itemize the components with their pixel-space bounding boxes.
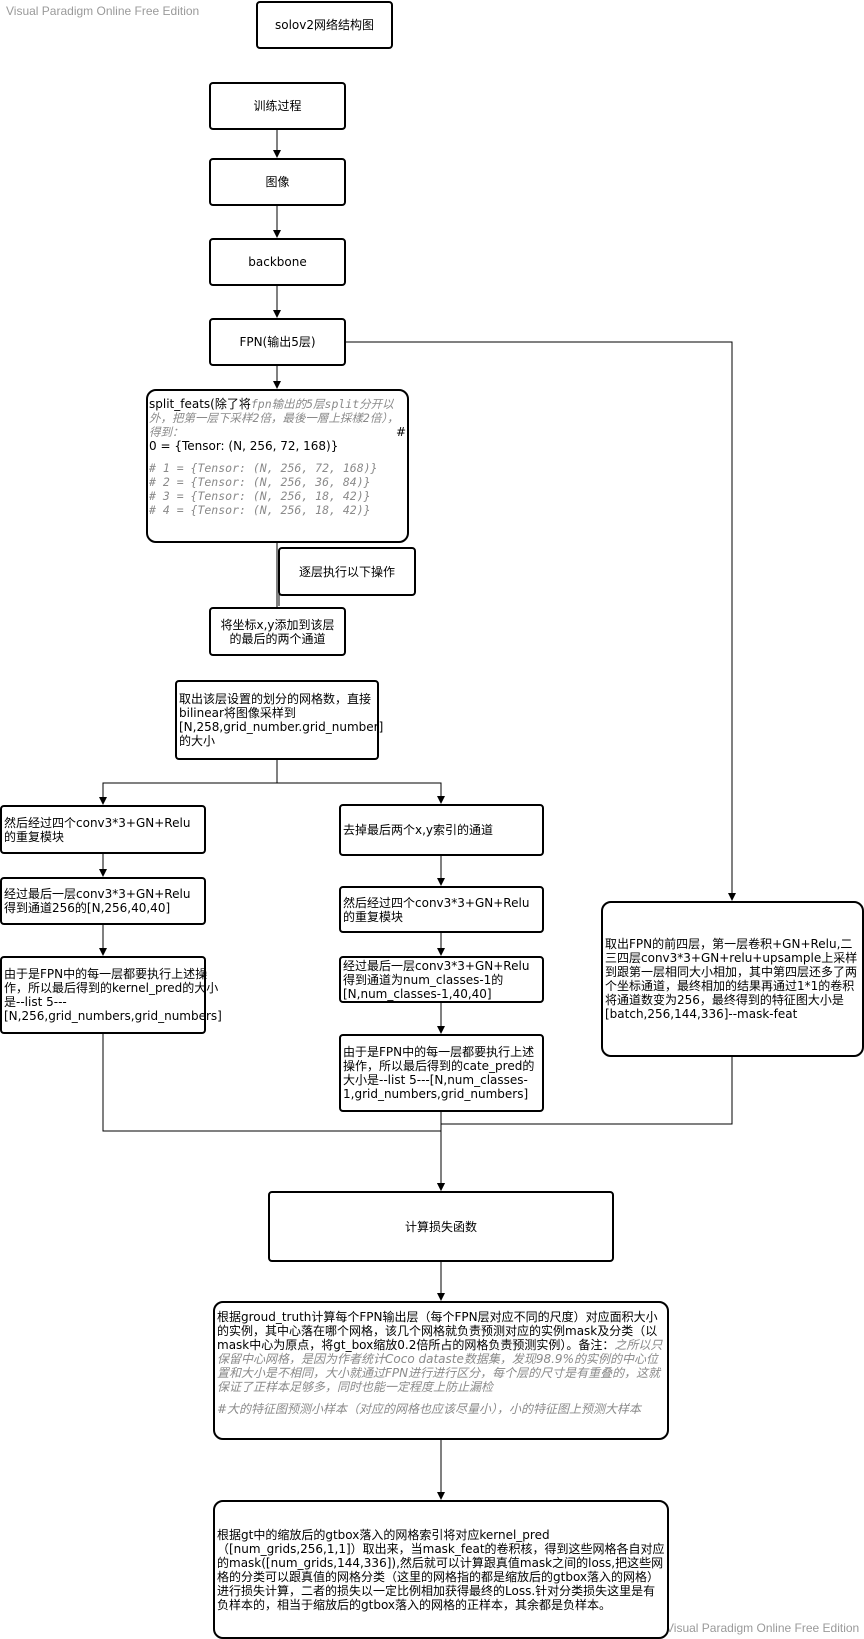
cate-pred-node: 由于是FPN中的每一层都要执行上述操作，所以最后得到的cate_pred的大小是…: [339, 1034, 544, 1112]
train-node: 训练过程: [209, 82, 346, 130]
kernel-last-conv-label: 经过最后一层conv3*3+GN+Relu得到通道256的[N,256,40,4…: [4, 887, 191, 915]
final-loss-node: 根据gt中的缩放后的gtbox落入的网格索引将对应kernel_pred（[nu…: [213, 1500, 669, 1639]
coords-label: 将坐标x,y添加到该层的最后的两个通道: [220, 617, 335, 646]
mask-feat-label: 取出FPN的前四层，第一层卷积+GN+Relu,二三四层conv3*3+GN+r…: [605, 937, 858, 1021]
split-hash: #: [395, 425, 406, 439]
split-head-code: fpn输出的5层split分开以外，把第一层下采样2倍，最後一層上採樣2倍），得…: [149, 397, 399, 439]
fpn-label: FPN(输出5层): [239, 335, 316, 349]
grid-label: 取出该层设置的划分的网格数，直接bilinear将图像采样到[N,258,gri…: [179, 692, 384, 748]
train-label: 训练过程: [253, 99, 302, 113]
cate-repeat-node: 然后经过四个conv3*3+GN+Relu的重复模块: [339, 886, 544, 933]
watermark-bottom: Visual Paradigm Online Free Edition: [666, 1621, 860, 1635]
backbone-node: backbone: [209, 238, 346, 286]
assign-note: 之所以只保留中心网格，是因为作者统计Coco dataste数据集，发现98.9…: [217, 1338, 663, 1394]
final-loss-label: 根据gt中的缩放后的gtbox落入的网格索引将对应kernel_pred（[nu…: [217, 1527, 665, 1612]
title-node: solov2网络结构图: [256, 1, 393, 49]
edge-mask-loss: [441, 1057, 733, 1125]
split-code-1: # 1 = {Tensor: (N, 256, 72, 168)}: [149, 461, 378, 475]
split-feats-node: split_feats(除了将fpn输出的5层split分开以外，把第一层下采样…: [146, 389, 409, 543]
split-code-3: # 3 = {Tensor: (N, 256, 18, 42)}: [149, 489, 371, 503]
cate-drop-xy-node: 去掉最后两个x,y索引的通道: [339, 804, 544, 856]
cate-pred-label: 由于是FPN中的每一层都要执行上述操作，所以最后得到的cate_pred的大小是…: [343, 1045, 535, 1101]
cate-last-conv-label: 经过最后一层conv3*3+GN+Relu得到通道为num_classes-1的…: [343, 958, 530, 1001]
fpn-node: FPN(输出5层): [209, 318, 346, 366]
split-code-4: # 4 = {Tensor: (N, 256, 18, 42)}: [149, 503, 371, 517]
kernel-pred-node: 由于是FPN中的每一层都要执行上述操作，所以最后得到的kernel_pred的大…: [0, 956, 222, 1034]
per-layer-label: 逐层执行以下操作: [298, 564, 395, 579]
coords-node: 将坐标x,y添加到该层的最后的两个通道: [209, 607, 346, 656]
edge-fpn-mask: [345, 341, 736, 901]
watermark-top: Visual Paradigm Online Free Edition: [6, 4, 200, 18]
assign-comment: #大的特征图预测小样本（对应的网格也应该尽量小），小的特征图上预测大样本: [217, 1402, 642, 1416]
edge-grid-branch-right: [277, 782, 445, 804]
split-code-2: # 2 = {Tensor: (N, 256, 36, 84)}: [149, 475, 371, 489]
kernel-repeat-node: 然后经过四个conv3*3+GN+Relu的重复模块: [0, 805, 206, 854]
backbone-label: backbone: [248, 255, 307, 269]
split-line0: 0 = {Tensor: (N, 256, 72, 168)}: [149, 439, 339, 453]
loss-label: 计算损失函数: [404, 1219, 477, 1234]
image-label: 图像: [265, 175, 290, 189]
assign-text: 根据groud_truth计算每个FPN输出层（每个FPN层对应不同的尺度）对应…: [217, 1310, 658, 1352]
mask-feat-node: 取出FPN的前四层，第一层卷积+GN+Relu,二三四层conv3*3+GN+r…: [601, 901, 864, 1057]
cate-last-conv-node: 经过最后一层conv3*3+GN+Relu得到通道为num_classes-1的…: [339, 956, 544, 1003]
cate-repeat-label: 然后经过四个conv3*3+GN+Relu的重复模块: [343, 895, 530, 924]
per-layer-node: 逐层执行以下操作: [278, 547, 416, 596]
assign-node: 根据groud_truth计算每个FPN输出层（每个FPN层对应不同的尺度）对应…: [213, 1301, 669, 1440]
grid-node: 取出该层设置的划分的网格数，直接bilinear将图像采样到[N,258,gri…: [175, 680, 383, 760]
split-head: split_feats(除了将: [149, 397, 251, 411]
kernel-pred-label: 由于是FPN中的每一层都要执行上述操作，所以最后得到的kernel_pred的大…: [4, 967, 222, 1023]
title-label: solov2网络结构图: [274, 18, 374, 32]
loss-node: 计算损失函数: [268, 1191, 614, 1262]
kernel-last-conv-node: 经过最后一层conv3*3+GN+Relu得到通道256的[N,256,40,4…: [0, 877, 206, 925]
cate-drop-xy-label: 去掉最后两个x,y索引的通道: [343, 823, 494, 837]
image-node: 图像: [209, 158, 346, 206]
kernel-repeat-label: 然后经过四个conv3*3+GN+Relu的重复模块: [4, 815, 191, 844]
